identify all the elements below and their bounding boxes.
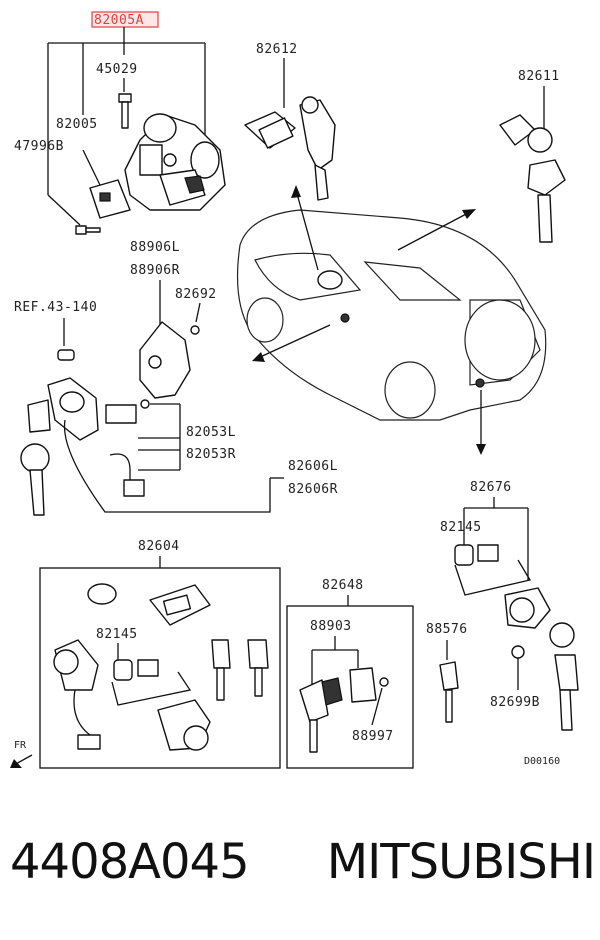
label-82692[interactable]: 82692 — [175, 287, 217, 302]
label-82606L[interactable]: 82606L — [288, 459, 338, 474]
brand-name: MITSUBISHI — [326, 834, 596, 890]
parts-diagram: 82005A 45029 82005 47996B — [10, 11, 579, 769]
label-82606R[interactable]: 82606R — [288, 482, 338, 497]
box-82648: 82648 88903 88997 — [286, 578, 414, 769]
cover-88906: 88906L 88906R 82692 — [130, 240, 217, 399]
label-88903[interactable]: 88903 — [310, 619, 352, 634]
door-lock-left-group: REF.43-140 82053L 82053R 82606L 82606R — [14, 300, 338, 516]
label-82611[interactable]: 82611 — [518, 69, 560, 84]
tailgate-lock-group: 82676 82145 88576 82699B — [426, 480, 579, 731]
label-88576[interactable]: 88576 — [426, 622, 468, 637]
footer: 4408A045 MITSUBISHI — [10, 834, 596, 904]
screw-icon — [75, 225, 101, 235]
bracket-icon — [89, 179, 131, 219]
vehicle-illustration — [236, 185, 547, 455]
label-82005A[interactable]: 82005A — [94, 13, 144, 28]
label-88997[interactable]: 88997 — [352, 729, 394, 744]
label-82053L[interactable]: 82053L — [186, 425, 236, 440]
highlight-box — [91, 11, 159, 28]
rear-cylinder-82611: 82611 — [499, 69, 566, 243]
label-82604[interactable]: 82604 — [138, 539, 180, 554]
label-82053R[interactable]: 82053R — [186, 447, 236, 462]
label-82612[interactable]: 82612 — [256, 42, 298, 57]
label-82676[interactable]: 82676 — [470, 480, 512, 495]
label-45029[interactable]: 45029 — [96, 62, 138, 77]
fr-arrow-icon — [10, 754, 33, 768]
door-cylinder-82612: 82612 — [244, 42, 336, 201]
label-82648[interactable]: 82648 — [322, 578, 364, 593]
pointer-arrows — [252, 185, 486, 455]
label-88906L[interactable]: 88906L — [130, 240, 180, 255]
label-82145-a[interactable]: 82145 — [440, 520, 482, 535]
label-47996B[interactable]: 47996B — [14, 139, 64, 154]
part-number: 4408A045 — [10, 834, 250, 890]
label-82699B[interactable]: 82699B — [490, 695, 540, 710]
label-88906R[interactable]: 88906R — [130, 263, 180, 278]
label-fr: FR — [14, 740, 27, 751]
box-82604: 82604 82145 FR — [10, 539, 281, 769]
bolt-icon — [118, 93, 132, 129]
label-82145-b[interactable]: 82145 — [96, 627, 138, 642]
diagram-code: D00160 — [524, 756, 560, 767]
label-82005[interactable]: 82005 — [56, 117, 98, 132]
ignition-switch-group: 82005A 45029 82005 47996B — [14, 11, 226, 235]
ignition-lock-body — [124, 113, 226, 211]
label-ref[interactable]: REF.43-140 — [14, 300, 97, 315]
